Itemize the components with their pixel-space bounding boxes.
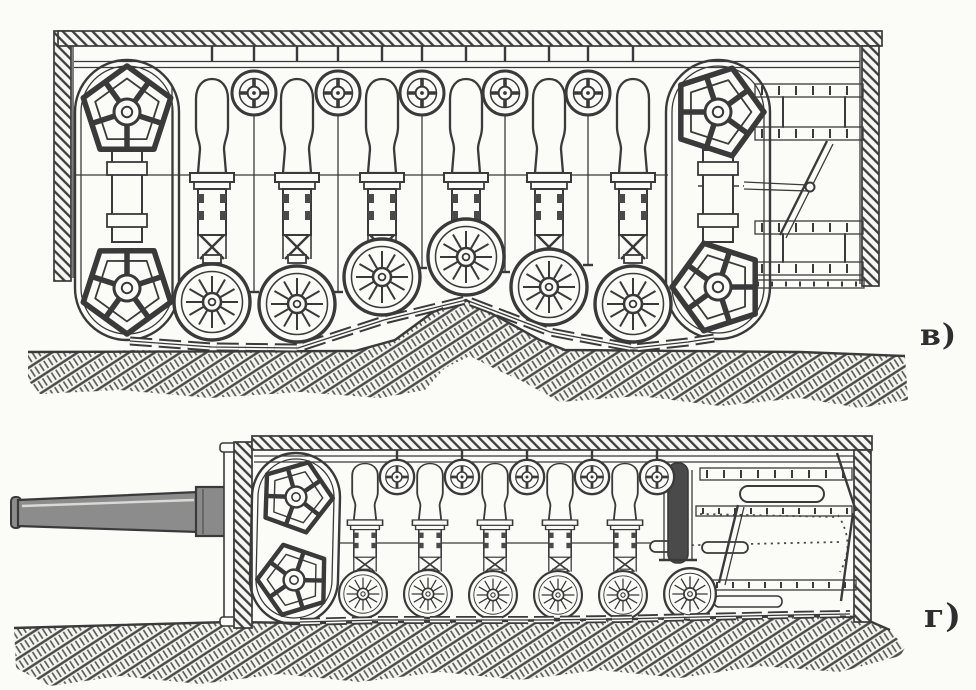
panel-v-drawing xyxy=(27,30,908,408)
end-wheel xyxy=(665,55,774,162)
gun-barrel xyxy=(10,485,234,538)
diagonal-strut xyxy=(717,504,740,584)
hull-armor xyxy=(219,435,873,629)
diagonal-strut xyxy=(778,140,829,236)
ground-hump xyxy=(27,298,908,408)
panel-label-v: в) xyxy=(920,318,958,353)
front-armor-band xyxy=(53,30,72,282)
hull-armor xyxy=(53,30,883,287)
link-arm xyxy=(743,181,809,186)
ground xyxy=(13,614,905,686)
panel-g-drawing xyxy=(10,435,905,686)
vertical-cylinder xyxy=(659,462,697,564)
right-idler-bogie xyxy=(662,55,781,345)
track-bottom-run xyxy=(129,295,715,353)
front-idler-bogie xyxy=(249,450,344,626)
rear-armor-band xyxy=(861,45,880,287)
rear-armor-band xyxy=(853,449,872,623)
road-wheels xyxy=(337,567,717,621)
panel-label-g: г) xyxy=(924,596,962,635)
frame-slot xyxy=(739,485,825,503)
end-wheel xyxy=(83,66,170,150)
diagonal-strut xyxy=(835,452,858,512)
roof-armor-band xyxy=(57,30,883,47)
track-bottom-run xyxy=(299,610,851,626)
track-top-run xyxy=(74,46,860,69)
rear-frame xyxy=(698,83,865,289)
roof-armor-band xyxy=(251,435,873,451)
front-armor-band xyxy=(233,441,253,629)
